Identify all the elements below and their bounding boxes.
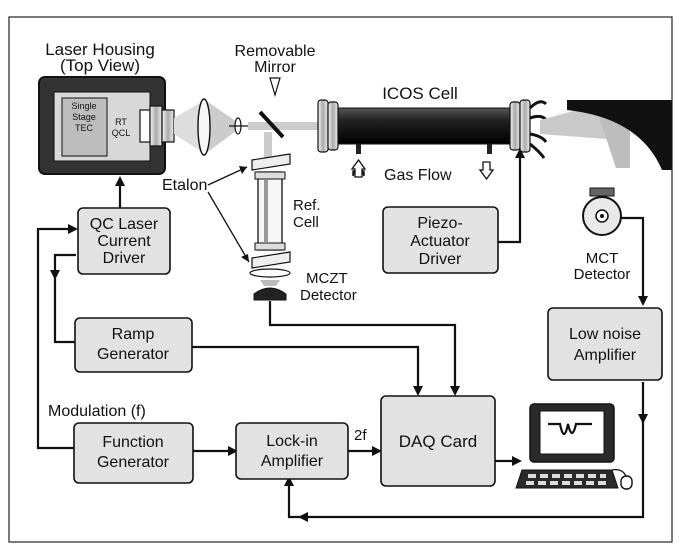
removable-mirror: Removable Mirror [235,43,318,160]
tec-label-2: Stage [72,112,96,122]
function-generator-box: Function Generator [73,422,194,484]
lna-line-2: Amplifier [574,347,637,364]
etalon-label: Etalon [162,177,207,194]
mct-detector: MCT Detector [574,187,631,283]
qc-driver-line-2: Current [97,233,151,250]
daq-card-box: DAQ Card [380,395,496,487]
mirror-plate [258,110,285,139]
mirror-label-1: Removable [235,43,316,60]
lockin-amplifier-box: Lock-in Amplifier [235,422,349,480]
laser-housing: Laser Housing (Top View) Single Stage TE… [38,40,248,175]
ramp-generator-box: Ramp Generator [74,317,193,373]
two-f-label: 2f [354,427,367,444]
gas-flow: Gas Flow [350,158,495,184]
collimating-lens [197,98,211,156]
parabolic-mirror [567,100,672,170]
mouse-icon [620,475,633,490]
ref-cell-tube [257,171,283,251]
mczt-detector-icon [253,287,287,301]
qcl-label-1: RT [115,117,127,127]
lna-line-1: Low noise [569,326,641,343]
lockin-line-1: Lock-in [266,433,318,450]
qcl-label-2: QCL [112,128,131,138]
qc-driver-line-1: QC Laser [90,216,159,233]
icos-cell-label: ICOS Cell [382,84,458,103]
qc-laser-driver-box: QC Laser Current Driver [77,207,171,275]
tec-label-3: TEC [75,123,94,133]
tec-label-1: Single [71,101,96,111]
qc-driver-line-3: Driver [103,250,146,267]
modulation-label: Modulation (f) [48,403,146,420]
ref-cell-label-1: Ref. [293,197,321,214]
fg-line-1: Function [102,434,163,451]
daq-line-1: DAQ Card [399,432,477,451]
laser-housing-label-2: (Top View) [60,56,140,75]
reference-path: Etalon Ref. Cell MCZT Detector [162,153,357,304]
mirror-arrow [269,77,281,98]
piezo-line-1: Piezo- [417,215,462,232]
computer-icon [515,403,633,490]
gas-flow-label: Gas Flow [384,167,452,184]
ref-cell-label-2: Cell [293,214,319,231]
piezo-line-2: Actuator [410,233,470,250]
laser-housing-label-1: Laser Housing [45,40,155,59]
lockin-line-2: Amplifier [261,453,324,470]
signal-wires [36,148,648,522]
ramp-line-2: Generator [97,346,170,363]
tec-block [61,97,108,157]
mirror-label-2: Mirror [254,59,296,76]
fg-line-2: Generator [97,454,170,471]
keyboard-icon [515,469,619,489]
gas-out-arrow [478,161,495,181]
etalon-bottom [251,251,291,269]
low-noise-amplifier-box: Low noise Amplifier [547,307,663,381]
etalon-top [251,153,291,171]
figure-border [8,16,673,543]
piezo-driver-box: Piezo- Actuator Driver [382,206,499,274]
ramp-line-1: Ramp [112,326,155,343]
piezo-line-3: Driver [419,251,462,268]
icos-cell: ICOS Cell [317,84,630,168]
mczt-label-2: Detector [300,287,357,304]
mct-label-2: Detector [574,266,631,283]
mct-label-1: MCT [586,250,619,267]
mczt-label-1: MCZT [306,270,348,287]
